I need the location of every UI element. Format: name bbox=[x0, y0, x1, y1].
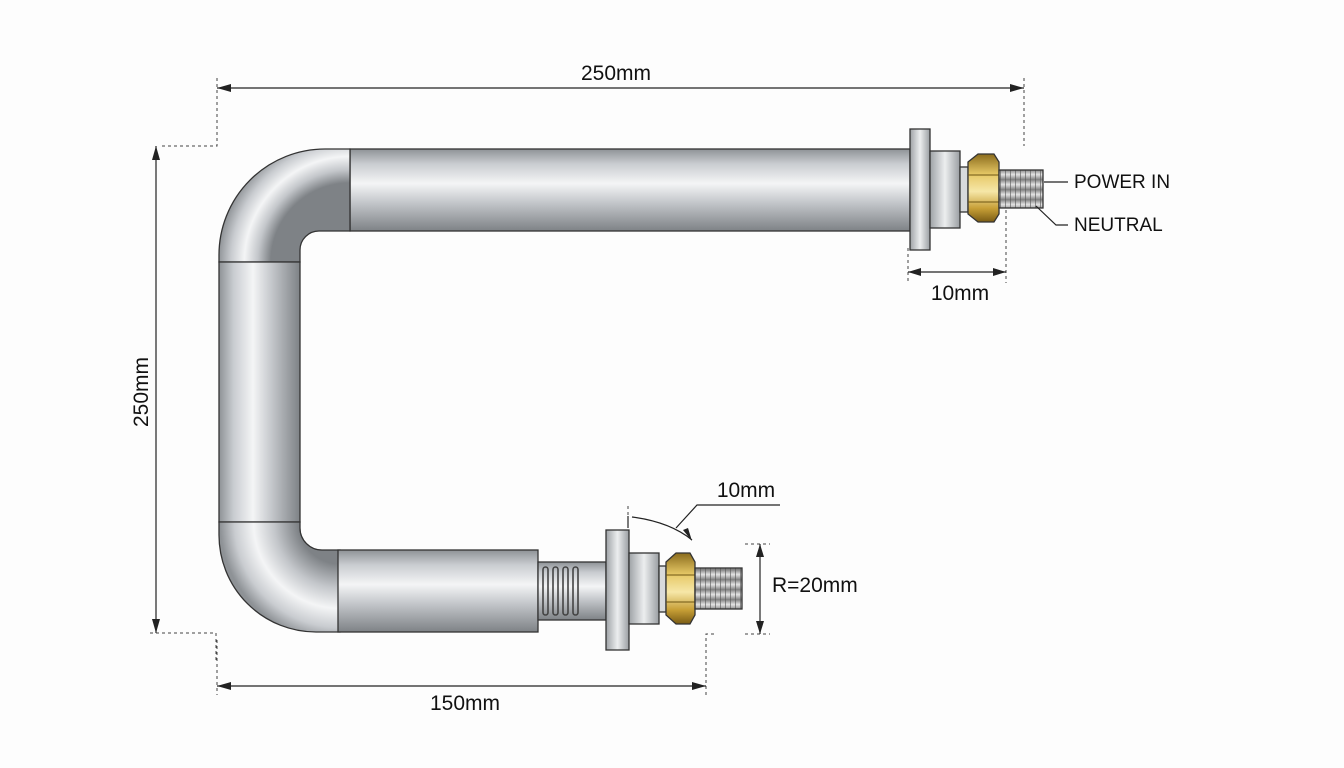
bottom-flange bbox=[605, 529, 630, 651]
top-terminal-label: 10mm bbox=[931, 282, 989, 305]
top-flange bbox=[909, 128, 931, 251]
corrugated-sleeve bbox=[537, 561, 607, 621]
dim-overall-width: 250mm bbox=[160, 62, 1025, 147]
top-tube bbox=[349, 148, 911, 232]
vertical-tube bbox=[218, 261, 301, 523]
dim-bottom-flange-offset: 10mm bbox=[627, 479, 780, 541]
dim-overall-height: 250mm bbox=[130, 146, 217, 660]
bottom-left-bend bbox=[218, 521, 341, 633]
dim-bottom-leg: 150mm bbox=[216, 633, 714, 715]
overall-width-label: 250mm bbox=[581, 62, 651, 85]
tube-body bbox=[218, 148, 911, 633]
sleeve-ribs bbox=[542, 566, 579, 616]
bend-radius-label: R=20mm bbox=[772, 574, 858, 597]
bottom-tube bbox=[337, 549, 539, 633]
bottom-collar-ring bbox=[658, 565, 667, 613]
dim-bend-radius: R=20mm bbox=[745, 543, 858, 635]
top-left-bend bbox=[218, 148, 351, 263]
overall-height-label: 250mm bbox=[130, 357, 153, 427]
top-threaded-stud bbox=[998, 169, 1044, 209]
power-in-label: POWER IN bbox=[1074, 172, 1170, 193]
bottom-terminal bbox=[605, 529, 743, 651]
bottom-flange-offset-label: 10mm bbox=[717, 479, 775, 502]
bottom-leg-label: 150mm bbox=[430, 692, 500, 715]
top-terminal bbox=[909, 128, 1044, 251]
callout-neutral: NEUTRAL bbox=[1035, 205, 1163, 236]
top-brass-nut bbox=[967, 153, 1000, 223]
bottom-threaded-stud bbox=[694, 567, 743, 610]
bottom-collar bbox=[628, 552, 660, 625]
callout-power-in: POWER IN bbox=[1044, 172, 1170, 193]
top-collar bbox=[929, 150, 961, 229]
bottom-brass-nut bbox=[665, 552, 696, 625]
top-collar-ring bbox=[959, 166, 969, 213]
neutral-label: NEUTRAL bbox=[1074, 215, 1163, 236]
dim-top-terminal: 10mm bbox=[907, 210, 1007, 305]
